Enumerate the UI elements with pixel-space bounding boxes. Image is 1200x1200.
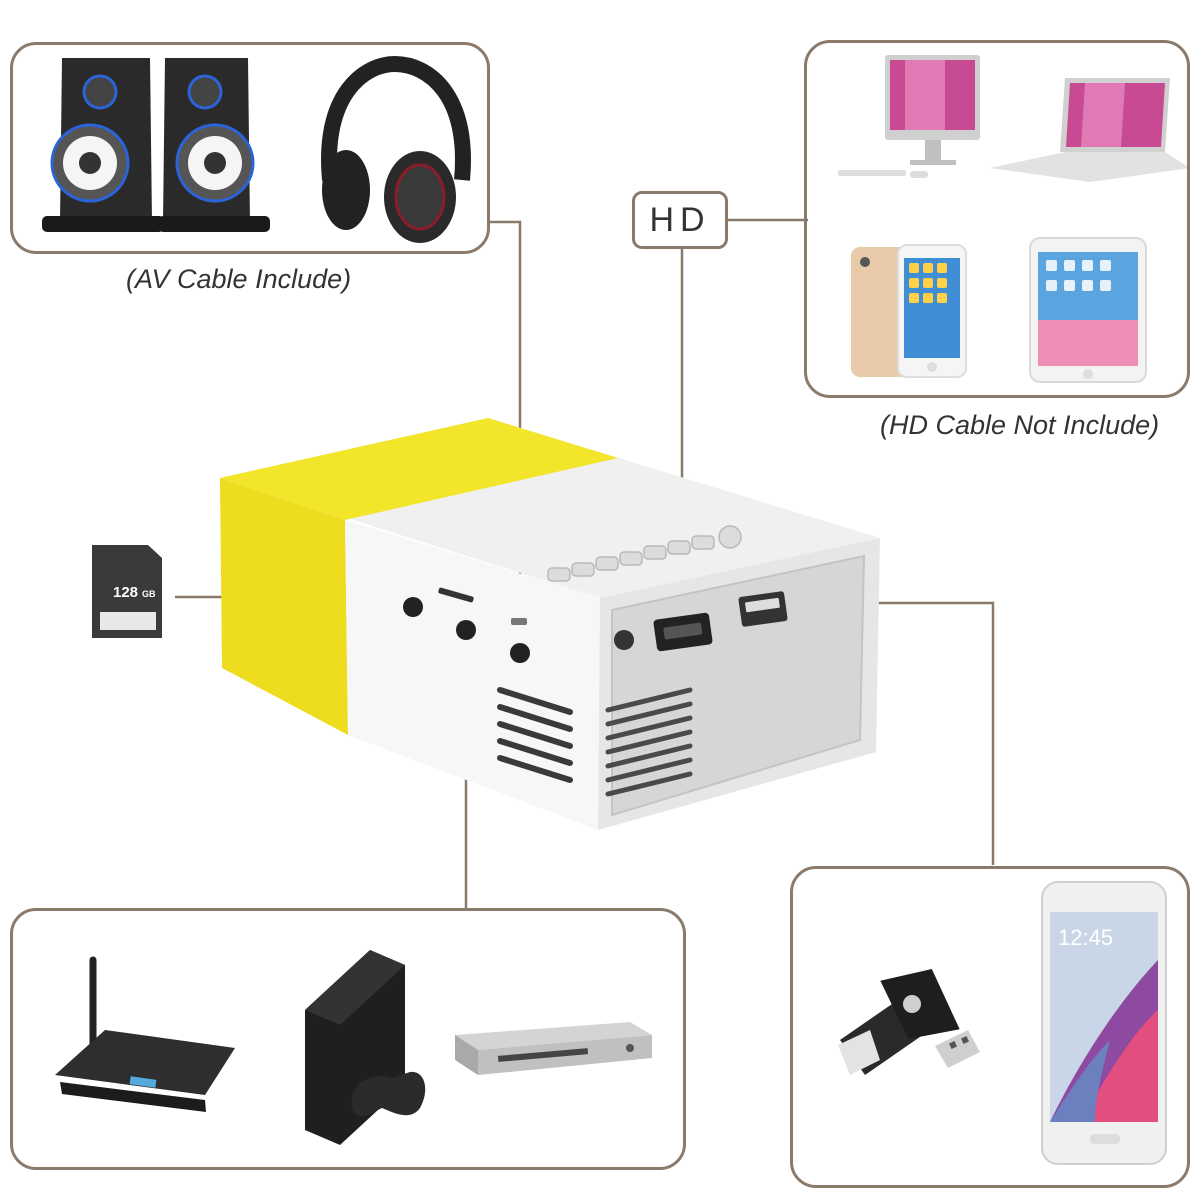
sd-card-unit: GB [142, 589, 156, 599]
hd-label: HD [649, 200, 711, 239]
side-port-3 [510, 643, 530, 663]
sd-card-capacity: 128 [113, 584, 138, 601]
speakers-icon [42, 58, 270, 232]
desktop-computer-icon [838, 55, 980, 178]
headphones-icon [321, 55, 471, 243]
hdmi-port-inner [663, 622, 703, 640]
smartphone-icon: 12:45 [1041, 881, 1167, 1165]
side-vents [497, 687, 573, 783]
tablet-icon [1029, 237, 1147, 383]
laptop-icon [990, 78, 1190, 182]
panel-usb-sources [790, 866, 1190, 1188]
panel-av-sources [10, 908, 686, 1170]
projector-top-yellow [220, 418, 618, 520]
projector-side-yellow [220, 478, 348, 735]
tv-box-icon [55, 956, 235, 1112]
panel-hd-sources [804, 40, 1190, 398]
game-console-icon [305, 950, 426, 1145]
usb-port-inner [745, 597, 780, 613]
hd-label-box: HD [632, 191, 728, 249]
sd-card: 128 GB [92, 545, 162, 638]
front-vents [605, 687, 693, 797]
usb-drive-icon [838, 969, 980, 1075]
side-port-1 [403, 597, 423, 617]
projector-buttons [547, 525, 742, 582]
gold-phone-icon [851, 244, 967, 378]
dvd-player-icon [455, 1022, 652, 1075]
side-port-2 [456, 620, 476, 640]
sd-slot [438, 587, 474, 603]
projector [220, 418, 880, 830]
av-cable-caption: (AV Cable Include) [126, 264, 352, 294]
phone-time-display: 12:45 [1058, 925, 1113, 950]
hd-cable-caption: (HD Cable Not Include) [880, 410, 1160, 440]
audio-jack [614, 630, 634, 650]
side-usb-slot [511, 618, 527, 625]
panel-audio-output [10, 42, 490, 254]
